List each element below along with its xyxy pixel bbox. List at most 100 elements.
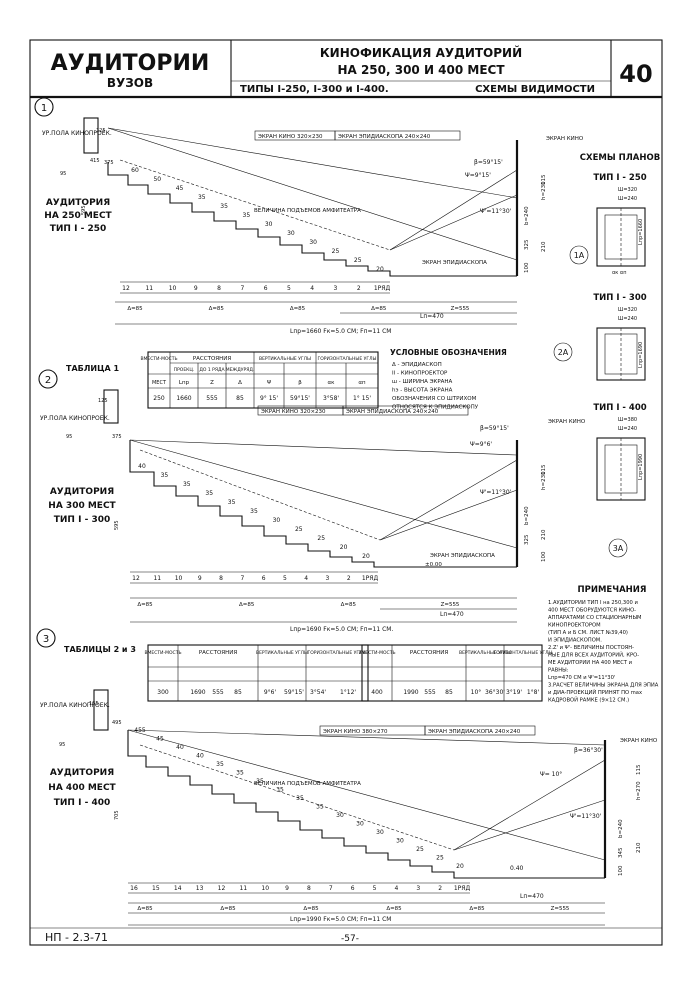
section-1-caption-1: АУДИТОРИЯ	[46, 198, 110, 208]
dimension-label: Δ=85	[239, 602, 255, 608]
section-3-psi-top: Ψ= 10°	[540, 771, 562, 778]
note-line: и ДИА-ПРОЕКЦИЙ ПРИНЯТ ПО max	[548, 689, 642, 696]
riser-height: 40	[176, 744, 184, 751]
section-1-d100: 100	[524, 262, 530, 273]
riser-height: 35	[250, 508, 258, 515]
section-2-zero: ±0.00	[425, 562, 442, 568]
plan-3-w2: Ш=240	[618, 426, 637, 432]
section-1-d595: 595	[81, 205, 87, 215]
title-block: АУДИТОРИИ ВУЗОВ КИНОФИКАЦИЯ АУДИТОРИЙ НА…	[30, 40, 662, 99]
section-3-amphi-label: ВЕЛИЧИНА ПОДЪЕМОВ АМФИТЕАТРА	[254, 781, 361, 787]
table-cell: αп	[358, 380, 366, 386]
dimension-label: Δ=85	[209, 306, 225, 312]
table-1-h2: ВЕРТИКАЛЬНЫЕ УГЛЫ	[259, 356, 311, 362]
row-number: 8	[219, 575, 223, 582]
note-line: 1.АУДИТОРИИ ТИП I на 250,300 и	[548, 600, 638, 606]
riser-height: 35	[183, 481, 191, 488]
note-line: 3.РАСЧЕТ ВЕЛИЧИНЫ ЭКРАНА ДЛЯ ЭПИА	[548, 683, 659, 689]
row-number: 15	[152, 885, 160, 892]
row-number: 7	[240, 285, 244, 292]
section-1-psi-low: Ψ'=11°30'	[480, 208, 512, 215]
table-cell: 85	[236, 395, 244, 402]
section-3-d040: 0.40	[510, 865, 524, 872]
table-cell: 1° 15'	[353, 395, 371, 402]
row-number: 11	[145, 285, 153, 292]
section-2-epi-label: ЭКРАН ЭПИДИАСКОПА 240×240	[346, 409, 439, 415]
row-number: 4	[394, 885, 398, 892]
row-number: 7	[329, 885, 333, 892]
riser-height: 30	[309, 239, 317, 246]
riser-height: 35	[276, 787, 284, 794]
row-number: 13	[196, 885, 204, 892]
section-1-d115: 115	[541, 174, 547, 185]
table-cell: 1690	[190, 689, 205, 696]
note-line: РАВНЫ:	[548, 668, 569, 674]
section-2-d115: 115	[541, 464, 547, 475]
legend-item: II - КИНОПРОЕКТОР	[392, 371, 448, 377]
note-line: КИНОПРОЕКТОРОМ	[548, 623, 601, 629]
riser-height: 35	[220, 203, 228, 210]
table-1-sh2: ДО 1 РЯДА	[199, 367, 225, 373]
riser-height: 35	[228, 499, 236, 506]
note-line: НЫЕ ДЛЯ ВСЕХ АУДИТОРИЙ, КРО-	[548, 652, 639, 659]
riser-height: 30	[265, 221, 273, 228]
section-3-caption-3: ТИП I - 400	[54, 798, 110, 808]
dimension-label: Δ=85	[290, 306, 306, 312]
table-cell: 9°6'	[264, 689, 277, 696]
note-line: И ЭПИДИАСКОПОМ.	[548, 638, 602, 644]
table-cell: 3°58'	[323, 395, 339, 402]
section-1-h: h=230	[541, 181, 547, 200]
dimension-label: Δ=85	[341, 602, 357, 608]
dimension-label: Δ=85	[469, 906, 485, 912]
legend-item: ОБОЗНАЧЕНИЯ СО ШТРИХОМ	[392, 396, 477, 402]
plan-2-label: ТИП I - 300	[593, 293, 646, 303]
section-1-total: Lпр=1660 Fк=5.0 СМ; Fп=11 СМ	[290, 328, 391, 335]
table-23-h3: ГОРИЗОНТАЛЬНЫЕ УГЛЫ	[308, 650, 367, 656]
table-23-h1b: РАССТОЯНИЯ	[410, 650, 449, 656]
row-number: 11	[240, 885, 248, 892]
section-3-lz: Lп=470	[520, 893, 544, 900]
riser-height: 60	[131, 167, 139, 174]
section-1-d415: 415	[90, 158, 100, 164]
row-number: 10	[169, 285, 177, 292]
legend-item: ОТНОСЯТСЯ К ЭПИДИАСКОПУ	[392, 405, 479, 411]
table-23-title: ТАБЛИЦЫ 2 и 3	[64, 645, 136, 654]
section-2-d125: 125	[98, 398, 108, 404]
plan-3-l: Lпр=1990	[638, 454, 644, 480]
plan-1-l: Lпр=1660	[638, 219, 644, 245]
section-3: УР.ПОЛА КИНОПРОЕК. 135 495 95 705 АУДИТО…	[40, 689, 658, 926]
table-cell: 555	[206, 395, 218, 402]
header-title-mid-4: СХЕМЫ ВИДИМОСТИ	[475, 84, 595, 95]
table-cell: αк	[328, 380, 336, 386]
footer-code: НП - 2.3-71	[45, 931, 108, 944]
section-3-beta: β=36°30'	[574, 747, 603, 754]
table-1-h1: РАССТОЯНИЯ	[193, 356, 232, 362]
section-1-caption-3: ТИП I - 250	[50, 224, 106, 234]
section-1-d375: 375	[104, 160, 114, 166]
section-2-caption-2: НА 300 МЕСТ	[48, 501, 116, 511]
section-2-d595: 595	[114, 520, 120, 530]
table-23-h3b: ГОРИЗОНТАЛЬНЫЕ УГЛЫ	[494, 650, 553, 656]
section-3-psi-low: Ψ'=11°30'	[570, 813, 602, 820]
sheet-number: 40	[619, 60, 652, 88]
section-3-floor-label: УР.ПОЛА КИНОПРОЕК.	[40, 702, 110, 709]
section-1: 1 УР.ПОЛА КИНОПРОЕК. 125 415 375 95 595 …	[34, 97, 584, 335]
plan-3-w1: Ш=380	[618, 417, 637, 423]
section-1-d125: 125	[96, 128, 106, 134]
dimension-label: Z=555	[551, 906, 570, 912]
table-1-h0: ВМЕСТИ-МОСТЬ	[140, 356, 177, 362]
table-cell: 59°15'	[284, 689, 304, 696]
plans-schemes: СХЕМЫ ПЛАНОВ ТИП I - 250 Ш=320 Ш=240 Lпр…	[553, 153, 660, 558]
row-number: 4	[310, 285, 314, 292]
table-cell: β	[298, 380, 302, 386]
note-line: КАДРОВОЙ РАМКЕ (9×12 СМ.)	[548, 697, 629, 704]
table-23-h1: РАССТОЯНИЯ	[199, 650, 238, 656]
table-cell: 1°12'	[340, 689, 356, 696]
table-cell: 1°8'	[527, 689, 540, 696]
